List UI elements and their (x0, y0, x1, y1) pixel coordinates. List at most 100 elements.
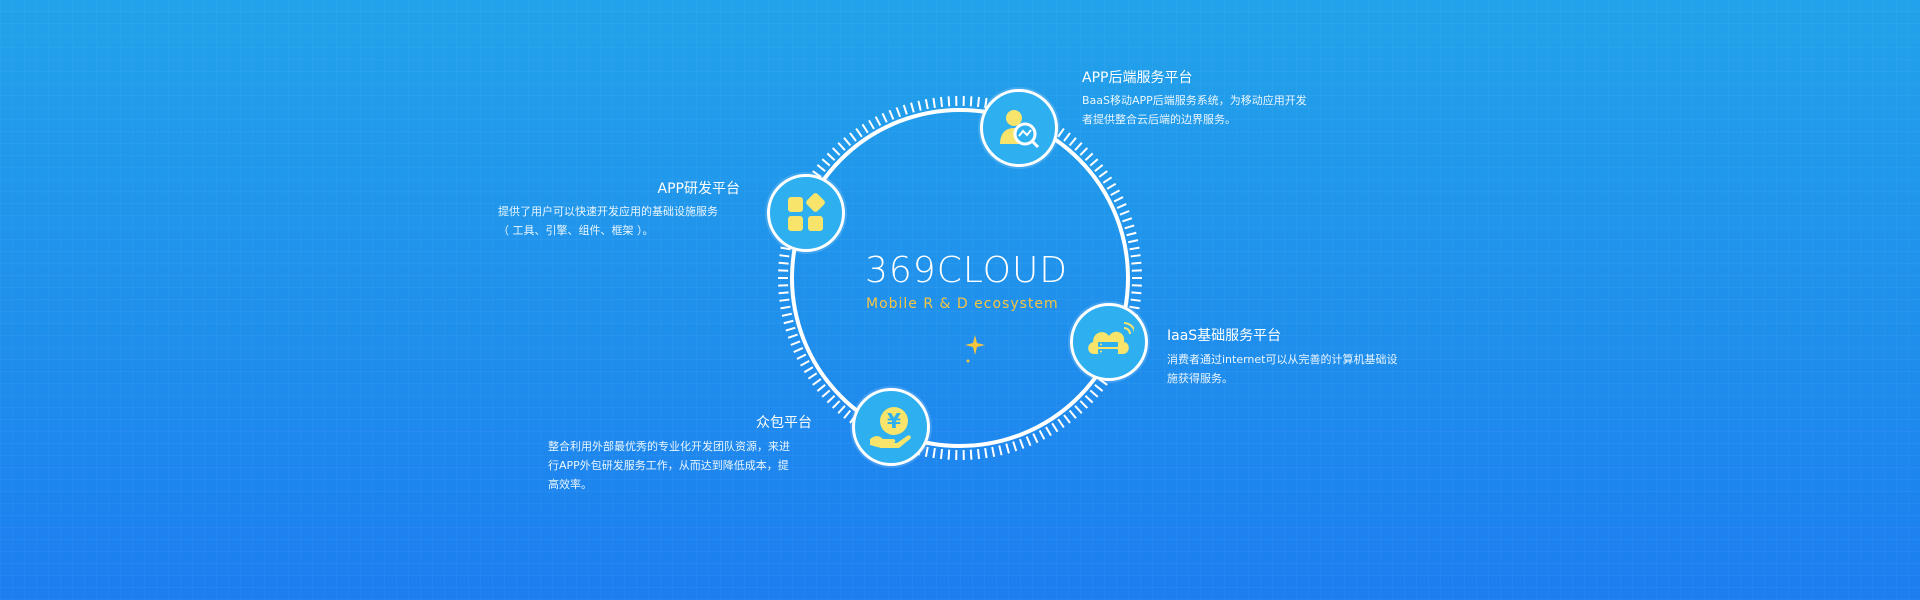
ring-tick (947, 449, 951, 460)
ring-tick (1106, 182, 1117, 190)
ring-tick (1094, 164, 1104, 172)
crowd-platform-desc: 整合利用外部最优秀的专业化开发团队资源，来进 行APP外包研发服务工作，从而达到… (548, 437, 818, 494)
ring-tick (991, 446, 996, 457)
ring-tick (831, 147, 841, 156)
ring-tick (1110, 189, 1120, 197)
ring-tick (984, 448, 988, 459)
ring-tick (779, 254, 790, 258)
ring-tick (1057, 127, 1065, 138)
ring-tick (780, 246, 791, 251)
ring-tick (917, 100, 922, 111)
iaas-platform-node[interactable] (1070, 303, 1148, 381)
ring-tick (1122, 217, 1133, 223)
ring-tick (1102, 176, 1113, 184)
ring-tick (781, 312, 792, 317)
ring-tick (1089, 158, 1099, 167)
ring-tick (1089, 389, 1099, 398)
ring-tick (868, 119, 875, 130)
ring-tick (1131, 261, 1142, 265)
sparkle-icon (965, 335, 985, 355)
ring-tick (881, 112, 888, 123)
ring-tick (785, 326, 796, 332)
ring-tick (837, 405, 846, 414)
ring-tick (902, 104, 908, 115)
ring-tick (1113, 196, 1124, 203)
cloud-server-icon (1088, 322, 1134, 354)
ring-tick (910, 102, 915, 113)
backend-platform-desc: BaaS移动APP后端服务系统，为移动应用开发 者提供整合云后端的边界服务。 (1082, 91, 1307, 129)
backend-platform-title: APP后端服务平台 (1082, 70, 1193, 86)
ring-tick (1057, 418, 1065, 429)
ring-tick (778, 291, 789, 295)
apps-grid-icon (788, 193, 825, 231)
ring-tick (924, 446, 929, 457)
dev-platform-desc: 提供了用户可以快速开发应用的基础设施服务 （ 工具、引擎、组件、框架 ）。 (498, 202, 748, 240)
ring-tick (1079, 400, 1089, 409)
iaas-platform-desc: 消费者通过internet可以从完善的计算机基础设 施获得服务。 (1167, 350, 1398, 388)
ring-tick (831, 400, 841, 409)
ring-tick (1074, 405, 1083, 414)
ring-tick (1124, 224, 1135, 230)
ring-tick (888, 109, 895, 120)
ring-tick (939, 96, 944, 108)
ring-tick (1019, 438, 1025, 449)
ring-tick (1051, 422, 1059, 433)
crowd-desc-line: 行APP外包研发服务工作，从而达到降低成本，提 (548, 459, 789, 472)
ring-tick (800, 359, 810, 367)
ring-tick (969, 96, 973, 107)
ring-tick (1084, 152, 1094, 161)
logo-369cloud: 369CLOUD (865, 250, 1069, 291)
ring-tick (1084, 395, 1094, 404)
ring-tick (1032, 433, 1039, 444)
ring-tick (796, 353, 807, 360)
dev-desc-line: （ 工具、引擎、组件、框架 ）。 (498, 224, 654, 237)
crowd-platform-title: 众包平台 (756, 415, 812, 431)
ring-tick (843, 409, 852, 419)
ring-tick (861, 123, 869, 134)
svg-text:¥: ¥ (887, 409, 901, 433)
ring-tick (947, 96, 951, 107)
dev-desc-line: 提供了用户可以快速开发应用的基础设施服务 (498, 205, 718, 218)
ring-tick (939, 448, 944, 460)
user-chart-icon (1000, 110, 1040, 149)
ring-tick (1129, 246, 1140, 251)
ring-tick (826, 395, 836, 404)
crowd-platform-node[interactable]: ¥ (852, 388, 930, 466)
ring-tick (807, 372, 818, 380)
ring-tick (1038, 429, 1046, 440)
ring-tick (1074, 142, 1083, 151)
yen-hand-icon: ¥ (870, 407, 911, 448)
ring-tick (895, 107, 901, 118)
ring-tick (976, 448, 981, 460)
ring-tick (1068, 409, 1077, 419)
ring-tick (1005, 443, 1010, 454)
dev-platform-node[interactable] (767, 174, 845, 252)
iaas-platform-title: IaaS基础服务平台 (1167, 328, 1282, 344)
backend-platform-node[interactable] (980, 89, 1058, 167)
ring-tick (1025, 436, 1032, 447)
ring-tick (812, 378, 822, 386)
ring-tick (837, 142, 846, 151)
ring-tick (1131, 291, 1142, 295)
ring-tick (855, 127, 863, 138)
ring-tick (843, 137, 852, 147)
backend-desc-line: BaaS移动APP后端服务系统，为移动应用开发 (1082, 94, 1307, 107)
ring-tick (874, 116, 882, 127)
ring-tick (783, 319, 794, 325)
ring-tick (816, 164, 826, 172)
ring-tick (1063, 132, 1071, 142)
crowd-desc-line: 整合利用外部最优秀的专业化开发团队资源，来进 (548, 440, 790, 453)
ring-tick (1116, 203, 1127, 209)
ring-tick (790, 340, 801, 346)
ring-tick (821, 389, 831, 398)
ring-tick (780, 305, 791, 310)
ring-tick (1119, 210, 1130, 216)
backend-desc-line: 者提供整合云后端的边界服务。 (1082, 113, 1236, 126)
ring-tick (1045, 426, 1052, 437)
ring-tick (1094, 384, 1104, 392)
ring-tick (1068, 137, 1077, 147)
ring-tick (779, 298, 790, 302)
ring-tick (1079, 147, 1089, 156)
crowd-desc-line: 高效率。 (548, 478, 592, 491)
